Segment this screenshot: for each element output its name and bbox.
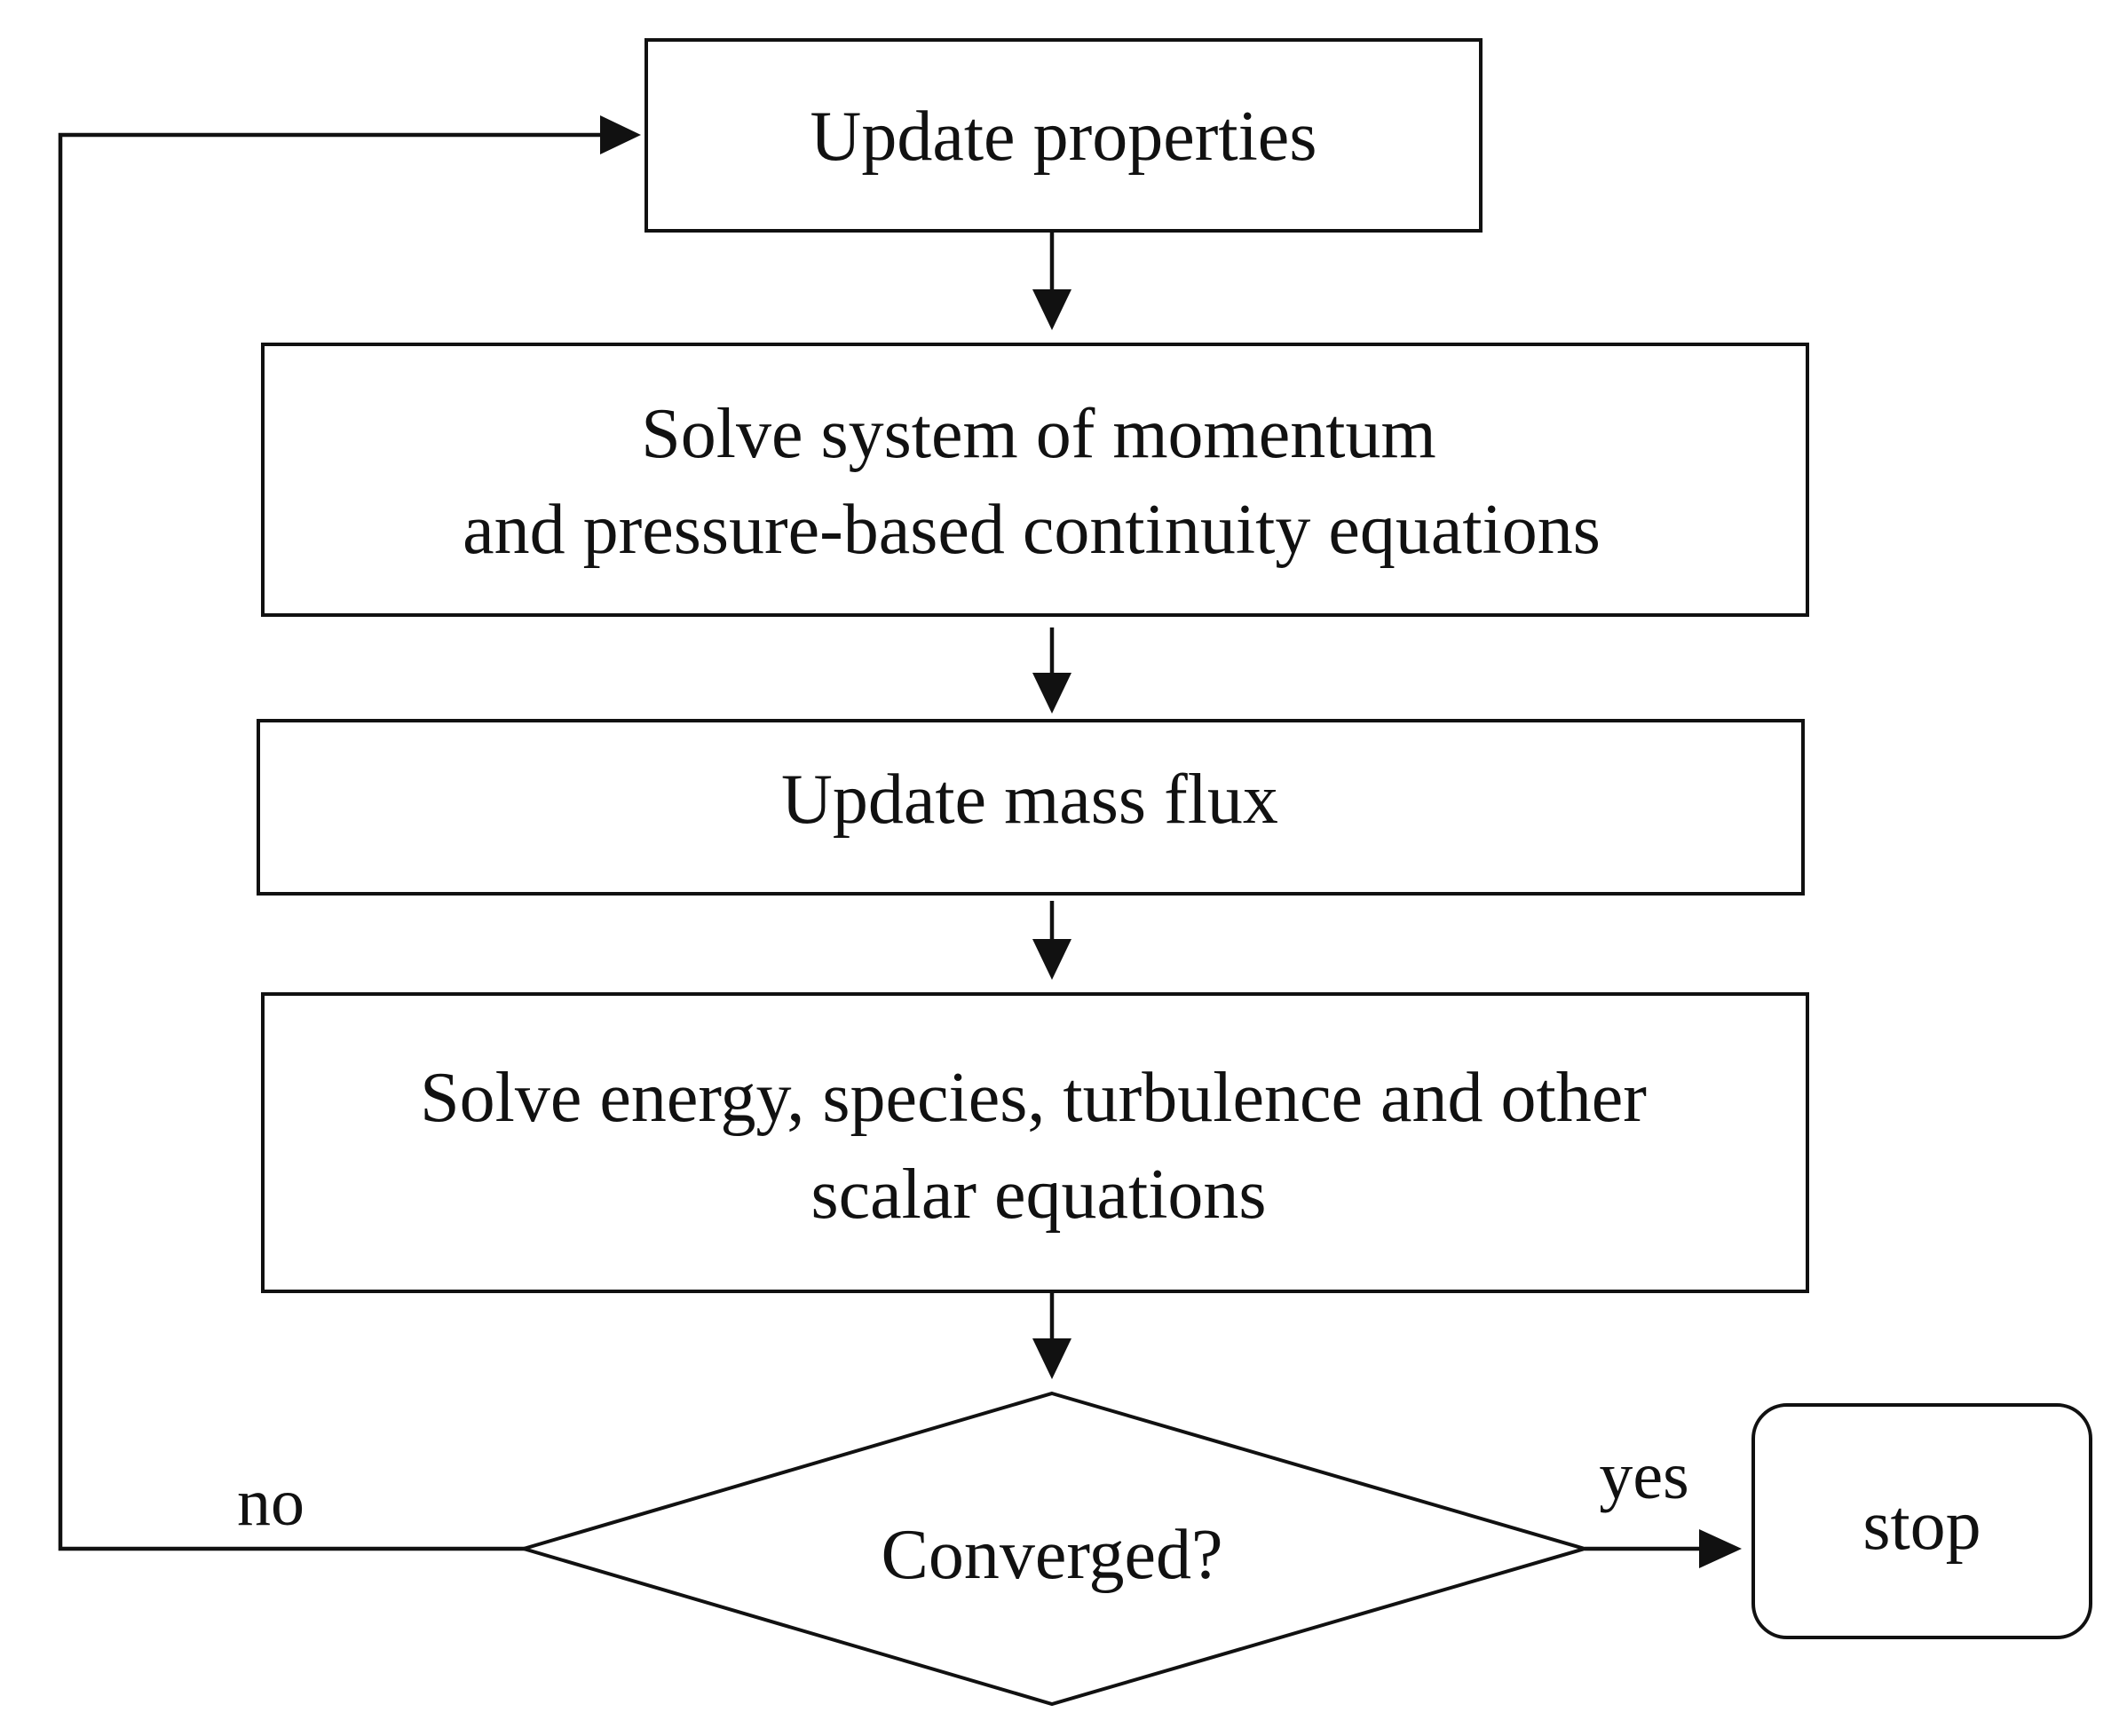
node-solve-momentum-line2: and pressure-based continuity equations (463, 491, 1601, 569)
node-solve-scalars-line2: scalar equations (810, 1156, 1266, 1234)
node-converged-decision: Converged? (517, 1391, 1592, 1707)
node-solve-momentum: Solve system of momentum and pressure-ba… (261, 343, 1809, 617)
edge-no-loop-back: no (58, 115, 641, 1551)
edge-massflux-to-scalars (1032, 901, 1071, 980)
node-update-mass-flux: Update mass flux (257, 719, 1805, 896)
node-stop-label: stop (1862, 1487, 1981, 1565)
node-solve-scalars-line1: Solve energy, species, turbulence and ot… (420, 1059, 1647, 1137)
node-stop: stop (1751, 1403, 2092, 1639)
node-solve-scalars: Solve energy, species, turbulence and ot… (261, 992, 1809, 1293)
node-update-mass-flux-label: Update mass flux (781, 761, 1278, 839)
node-solve-momentum-line1: Solve system of momentum (641, 395, 1436, 473)
edge-scalars-to-converged (1032, 1293, 1071, 1379)
edge-properties-to-momentum (1032, 233, 1071, 330)
node-converged-label: Converged? (881, 1516, 1222, 1594)
edge-momentum-to-massflux (1032, 627, 1071, 714)
edge-no-label: no (237, 1465, 304, 1540)
edge-yes-to-stop: yes (1585, 1439, 1742, 1568)
edge-yes-label: yes (1599, 1439, 1688, 1513)
node-update-properties: Update properties (644, 38, 1483, 233)
node-update-properties-label: Update properties (810, 98, 1317, 176)
